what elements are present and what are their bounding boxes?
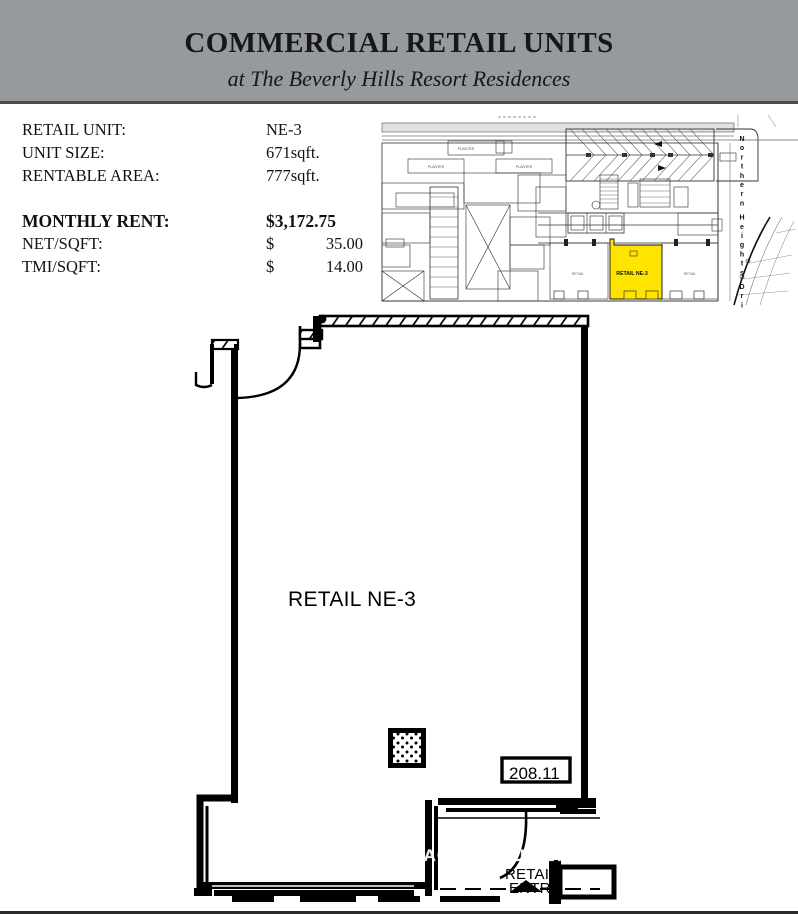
row-label: MONTHLY RENT: [22,211,170,231]
street-label-letter: r [741,191,744,198]
street-label-letter: t [741,261,744,268]
row-label: RETAIL UNIT: [22,120,127,139]
currency-sign: $ [266,257,275,276]
row-value: 35.00 [325,234,363,253]
sheet-header: COMMERCIAL RETAIL UNITS at The Beverly H… [0,0,798,104]
street-label-letter: n [740,200,744,207]
table-row: RETAIL UNIT: NE-3 [22,120,362,143]
row-value: $3,172.75 [266,211,336,231]
curtain-wall [318,314,590,328]
net-sqft-row: NET/SQFT: $ 35.00 [22,234,363,257]
street-label-letter: o [740,145,744,152]
row-value: 671sqft. [266,143,320,162]
street-label-letter: h [740,251,744,258]
left-wall [231,348,238,803]
street-label-letter: r [741,154,744,161]
page-title: COMMERCIAL RETAIL UNITS [184,27,614,59]
row-label: UNIT SIZE: [22,143,105,162]
key-plan-drawing: RETAIL NE-3 PLANTER PLANTER PLANTER RETA… [381,114,798,309]
keyplan-unit-tag: PLANTER [516,165,533,169]
floor-plan-drawing [194,314,617,904]
street-label-letter: s [740,270,744,277]
street-label-letter: e [740,224,744,231]
keyplan-unit-tag: RETAIL [572,272,584,276]
row-value: NE-3 [266,120,302,139]
entry-label-line1: RETAIL [505,866,558,883]
structural-column [388,728,426,768]
room-tag [500,756,572,784]
door-swing-arc [237,343,302,400]
street-label-letter: e [740,182,744,189]
monthly-rent-row: MONTHLY RENT: $3,172.75 [22,211,362,234]
row-label: TMI/SQFT: [22,257,101,276]
row-label: NET/SQFT: [22,234,103,253]
tmi-sqft-row: TMI/SQFT: $ 14.00 [22,257,363,280]
row-label: RENTABLE AREA: [22,166,160,185]
page-subtitle: at The Beverly Hills Resort Residences [227,66,571,91]
highlighted-unit-shape [609,238,663,300]
street-label-letter: g [740,242,744,249]
street-label-letter: r [741,293,744,300]
keyplan-unit-tag: RETAIL [684,272,696,276]
unit-label: RETAIL NE-3 [288,588,417,611]
street-label-letter: N [739,136,744,143]
bottom-rule [0,911,798,914]
street-label-letter: i [741,302,743,309]
keyplan-street-label: NorthernHeightsDrive [739,136,744,309]
street-label-letter: D [739,284,744,291]
street-label-letter: i [741,233,743,240]
street-label-letter: h [740,173,744,180]
key-plan: RETAIL NE-3 PLANTER PLANTER PLANTER RETA… [378,113,798,309]
entry-label-line2: ENTRY [509,880,561,897]
room-tag-label: 208.11 [509,764,560,783]
keyplan-unit-tag: PLANTER [428,165,445,169]
entry-door-swing [499,811,528,880]
table-spacer [22,189,362,211]
table-row: UNIT SIZE: 671sqft. [22,143,362,166]
currency-sign: $ [266,234,275,253]
keyplan-highlight-label: RETAIL NE-3 [616,271,648,277]
right-wall [581,326,588,802]
table-row: RENTABLE AREA: 777sqft. [22,166,362,189]
row-value: 777sqft. [266,166,320,185]
unit-details-table: RETAIL UNIT: NE-3 UNIT SIZE: 671sqft. RE… [22,120,363,280]
main-floor-plan [0,300,798,914]
keyplan-unit-tag: PLANTER [458,147,475,151]
row-value: 14.00 [325,257,363,276]
street-label-letter: H [739,215,744,222]
street-label-letter: t [741,164,744,171]
